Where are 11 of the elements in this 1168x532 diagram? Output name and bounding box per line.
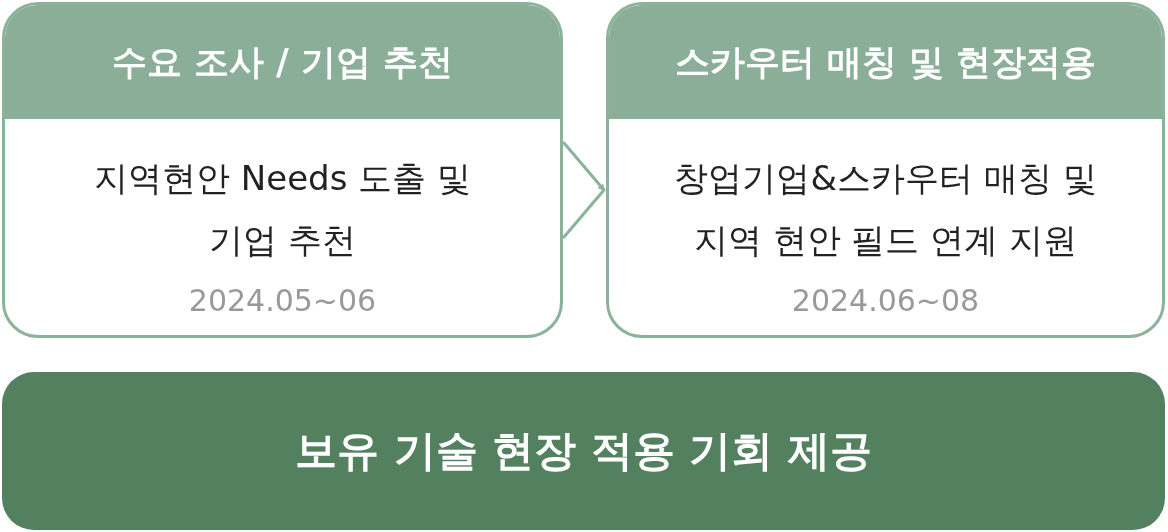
banner-text: 보유 기술 현장 적용 기회 제공 [294, 425, 873, 477]
date-range: 2024.05~06 [187, 282, 378, 320]
result-banner [2, 372, 1165, 530]
card-title: 스카우터 매칭 및 현장적용 [674, 40, 1097, 84]
card-title: 수요 조사 / 기업 추천 [111, 40, 454, 84]
step-card [2, 2, 563, 338]
chevron-arrow [562, 141, 606, 239]
card-description: 지역현안 Needs 도출 및 기업 추천 [93, 157, 472, 262]
step-card [606, 2, 1165, 338]
card-description: 창업기업&스카우터 매칭 및 지역 현안 필드 연계 지원 [673, 157, 1098, 262]
date-range: 2024.06~08 [790, 282, 981, 320]
